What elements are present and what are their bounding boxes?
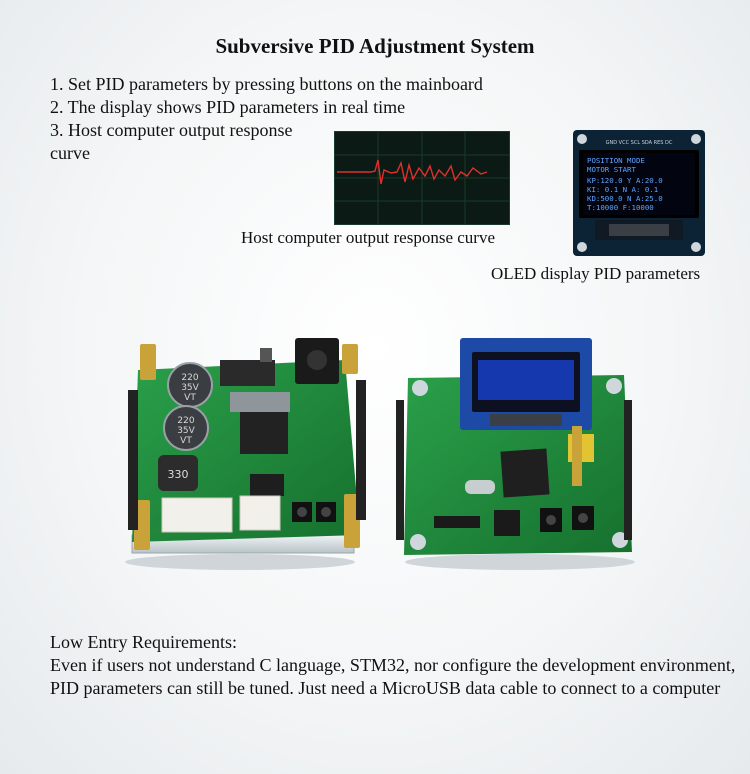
boards-graphic: 220 35V VT 220 35V VT 330 <box>125 338 635 570</box>
oled-line-4: KI: 0.1 N A: 0.1 <box>587 185 658 194</box>
cap2-brand: VT <box>180 436 192 446</box>
feature-steps: 1. Set PID parameters by pressing button… <box>50 73 483 165</box>
scope-curve <box>337 159 488 185</box>
oled-graphic: GND VCC SCL SDA RES DC POSITION MODE MOT… <box>577 134 701 252</box>
scope-screenshot <box>334 131 510 225</box>
oled-line-6: T:10000 F:10000 <box>587 203 654 212</box>
low-entry-section: Low Entry Requirements: Even if users no… <box>50 631 740 700</box>
low-entry-heading: Low Entry Requirements: <box>50 632 237 652</box>
step-3: 3. Host computer output response curve <box>50 120 293 163</box>
oled-caption: OLED display PID parameters <box>491 264 701 283</box>
stm32-board <box>396 338 632 555</box>
cap2-label: 220 <box>177 416 194 426</box>
step-1: 1. Set PID parameters by pressing button… <box>50 74 483 94</box>
page-title: Subversive PID Adjustment System <box>215 34 535 58</box>
scope-caption: Host computer output response curve <box>241 228 495 247</box>
step-2: 2. The display shows PID parameters in r… <box>50 97 406 117</box>
low-entry-body: Even if users not understand C language,… <box>50 655 736 698</box>
oled-module: GND VCC SCL SDA RES DC POSITION MODE MOT… <box>573 130 705 256</box>
oled-pin-labels: GND VCC SCL SDA RES DC <box>606 140 673 146</box>
cap1-brand: VT <box>184 393 196 403</box>
cap1-label: 220 <box>181 373 198 383</box>
product-photo: 220 35V VT 220 35V VT 330 <box>120 330 650 580</box>
cap1-voltage: 35V <box>181 383 199 393</box>
cap2-voltage: 35V <box>177 426 195 436</box>
power-board: 220 35V VT 220 35V VT 330 <box>128 338 366 554</box>
oled-line-5: KD:500.0 N A:25.0 <box>587 194 663 203</box>
inductor-label: 330 <box>168 468 189 481</box>
response-curve-graphic <box>335 132 509 224</box>
oled-line-1: POSITION MODE <box>587 156 645 165</box>
oled-line-3: KP:120.0 Y A:20.0 <box>587 176 663 185</box>
oled-line-2: MOTOR START <box>587 165 636 174</box>
